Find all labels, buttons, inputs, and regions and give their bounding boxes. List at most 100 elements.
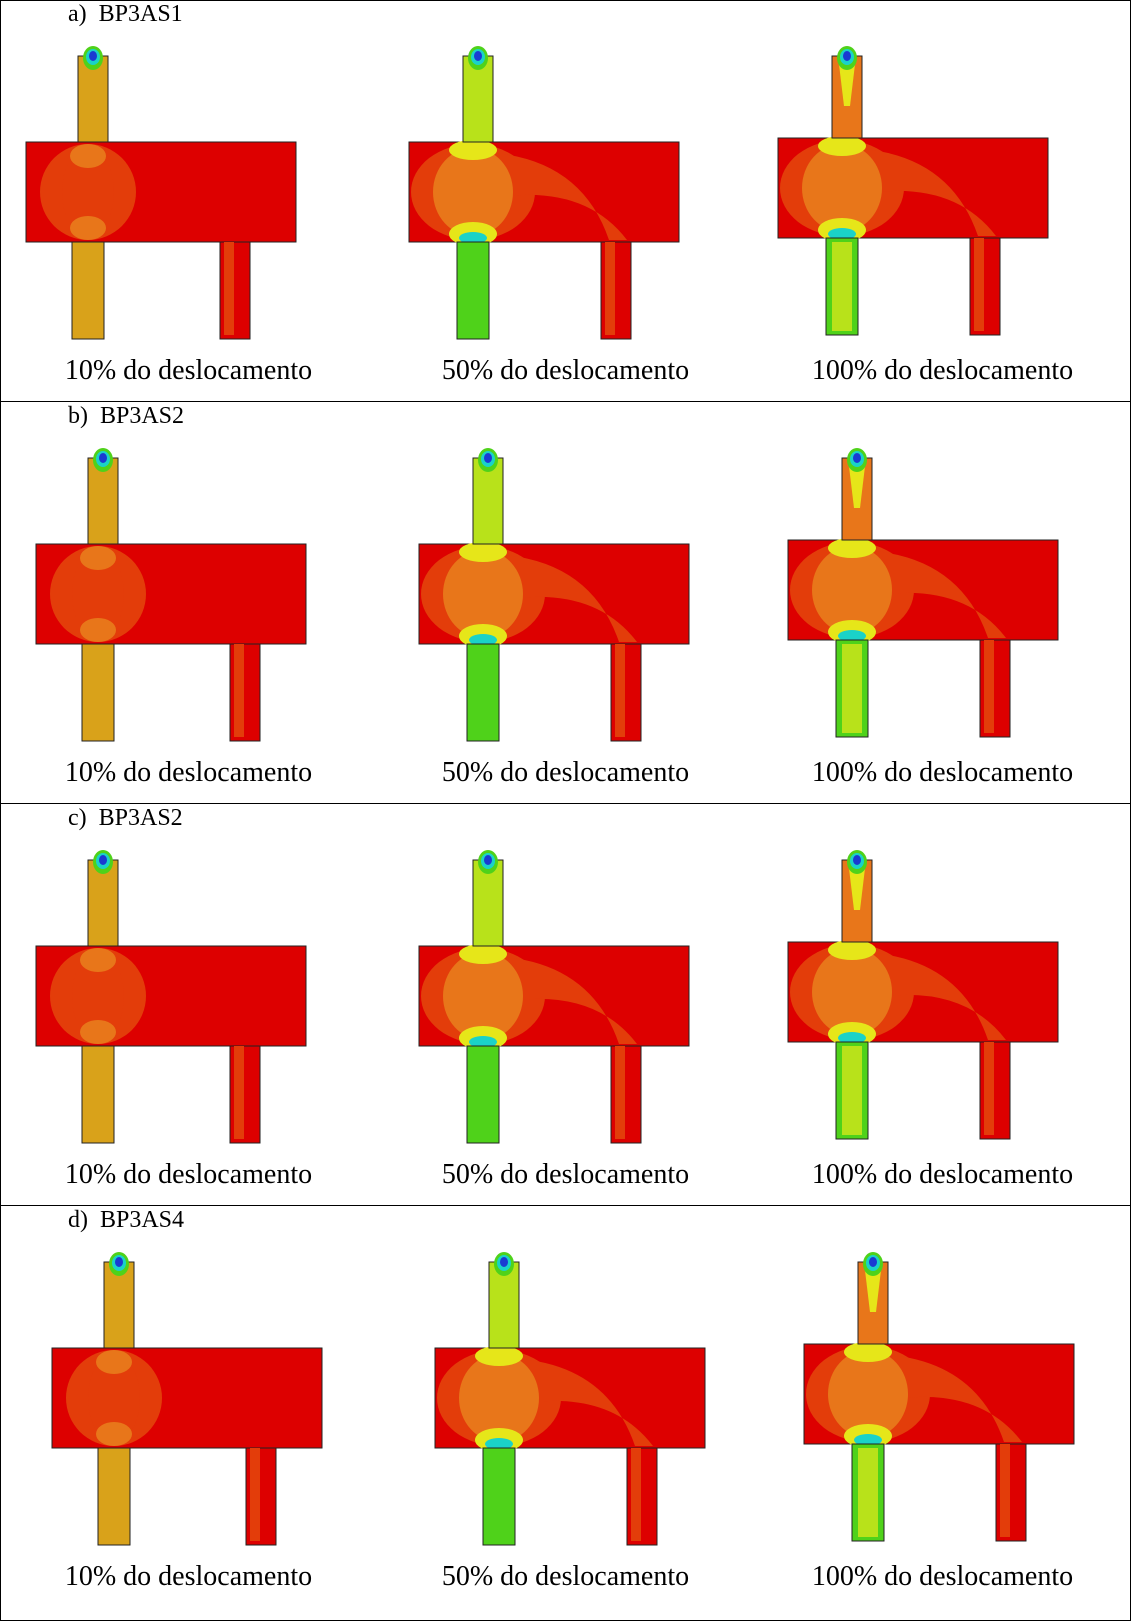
pile-left-core — [858, 1448, 878, 1537]
stress-zone-node — [459, 232, 487, 244]
column-stress-peak — [500, 1257, 508, 1267]
pile-left — [482, 1447, 516, 1546]
stress-zone-top — [818, 136, 866, 156]
pile-right-stress — [234, 644, 244, 737]
row-label: d) BP3AS4 — [68, 1207, 185, 1233]
stress-strut — [483, 956, 637, 1044]
pile-left — [81, 643, 115, 742]
pile-left-core — [832, 242, 852, 331]
stress-zone-bottom — [80, 1020, 116, 1044]
stress-contour-plot — [787, 850, 1059, 1140]
stress-zone-mid — [812, 546, 892, 634]
column — [488, 1261, 520, 1349]
pile-right-stress — [224, 242, 234, 335]
fe-model — [35, 850, 307, 1144]
fe-model — [35, 448, 307, 742]
row-label: b) BP3AS2 — [68, 403, 185, 429]
stress-contour-plot — [418, 448, 690, 742]
column-stress-peak — [115, 1257, 123, 1267]
column-stress-peak — [853, 453, 861, 463]
pile-right-stress — [615, 644, 625, 737]
pile-right-stress — [631, 1448, 641, 1541]
pile-right-stress — [974, 238, 984, 331]
column — [77, 55, 109, 143]
model-panel: 50% do deslocamento — [377, 402, 754, 804]
stress-strut — [852, 550, 1006, 638]
model-panel: 100% do deslocamento — [754, 0, 1131, 402]
fe-model — [418, 448, 690, 742]
pile-left — [81, 1045, 115, 1144]
stress-zone-mid — [812, 948, 892, 1036]
stress-zone-top — [844, 1342, 892, 1362]
column — [472, 859, 504, 947]
column — [87, 457, 119, 545]
stress-contour-plot — [25, 46, 297, 340]
stress-contour-plot — [35, 850, 307, 1144]
pile-left — [71, 241, 105, 340]
stress-zone-node — [838, 630, 866, 642]
model-panel: 10% do deslocamento — [0, 0, 377, 402]
stress-contour-plot — [418, 850, 690, 1144]
column-stress-peak — [843, 51, 851, 61]
stress-zone-top — [80, 546, 116, 570]
stress-zone-node — [485, 1438, 513, 1450]
stress-strut — [473, 152, 627, 240]
stress-zone-mid — [828, 1350, 908, 1438]
stress-contour-plot — [51, 1252, 323, 1546]
stress-contour-plot — [803, 1252, 1075, 1542]
panel-caption: 50% do deslocamento — [441, 1561, 690, 1592]
stress-zone-mid — [62, 148, 114, 236]
stress-zone-top — [828, 538, 876, 558]
model-panel: 100% do deslocamento — [754, 804, 1131, 1206]
pile-right-stress — [984, 1042, 994, 1135]
fe-model — [51, 1252, 323, 1546]
panel-caption: 100% do deslocamento — [811, 757, 1074, 788]
fe-model — [434, 1252, 706, 1546]
stress-zone-node — [838, 1032, 866, 1044]
pile-right-stress — [234, 1046, 244, 1139]
panel-caption: 100% do deslocamento — [811, 1159, 1074, 1190]
panel-caption: 10% do deslocamento — [64, 355, 313, 386]
stress-contour-plot — [408, 46, 680, 340]
pile-left-core — [842, 1046, 862, 1135]
stress-zone-top — [459, 542, 507, 562]
stress-zone-bottom — [80, 618, 116, 642]
pile-right-stress — [615, 1046, 625, 1139]
stress-zone-top — [475, 1346, 523, 1366]
fe-model — [408, 46, 680, 340]
column-stress-peak — [484, 855, 492, 865]
stress-contour-plot — [777, 46, 1049, 336]
column-stress-peak — [474, 51, 482, 61]
model-panel: 100% do deslocamento — [754, 402, 1131, 804]
stress-zone-mid — [72, 952, 124, 1040]
stress-zone-top — [70, 144, 106, 168]
stress-contour-plot — [35, 448, 307, 742]
column-stress-peak — [89, 51, 97, 61]
model-panel: 50% do deslocamento — [377, 1206, 754, 1608]
fe-model — [803, 1252, 1075, 1542]
row-label: c) BP3AS2 — [68, 805, 183, 831]
stress-zone-node — [469, 1036, 497, 1048]
panel-caption: 10% do deslocamento — [64, 757, 313, 788]
column — [472, 457, 504, 545]
stress-contour-plot — [787, 448, 1059, 738]
stress-zone-mid — [72, 550, 124, 638]
column-stress-peak — [99, 453, 107, 463]
pile-right-stress — [1000, 1444, 1010, 1537]
fe-model — [777, 46, 1049, 336]
stress-strut — [842, 148, 996, 236]
fe-model — [787, 850, 1059, 1140]
column — [462, 55, 494, 143]
pile-right-stress — [605, 242, 615, 335]
stress-zone-mid — [88, 1354, 140, 1442]
model-panel: 10% do deslocamento — [0, 402, 377, 804]
panel-caption: 100% do deslocamento — [811, 1561, 1074, 1592]
stress-zone-mid — [433, 148, 513, 236]
stress-strut — [499, 1358, 653, 1446]
column-stress-peak — [99, 855, 107, 865]
figure-row: b) BP3AS2 10% do deslocamento 50% do deslo… — [0, 402, 1131, 804]
row-label: a) BP3AS1 — [68, 1, 183, 27]
